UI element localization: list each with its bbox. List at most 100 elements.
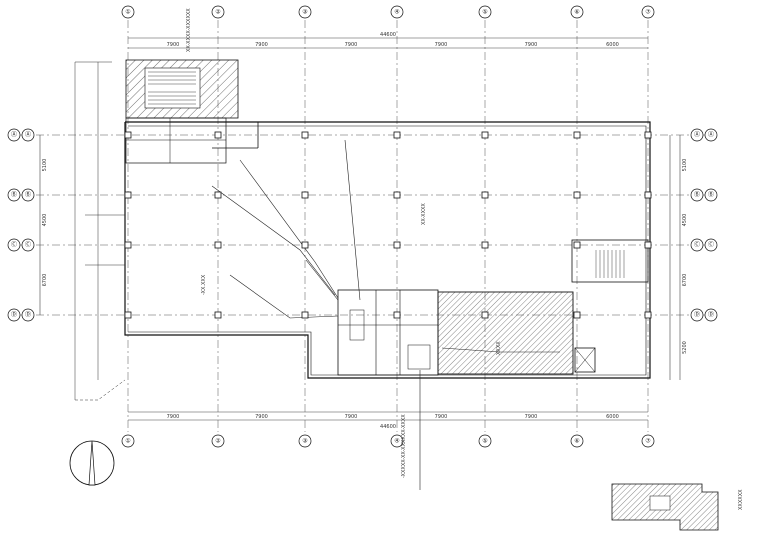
column: [301, 191, 309, 199]
stair-core-top-left: [125, 59, 239, 164]
north-arrow: [69, 440, 115, 486]
column: [393, 191, 401, 199]
axis-bubble: [7, 188, 21, 202]
axis-bubble-label: Ⓑ: [25, 191, 31, 199]
column: [573, 241, 581, 249]
dims-right: 5100 4500 6700 5200: [682, 159, 688, 354]
axis-bubble: [641, 5, 655, 19]
column: [481, 241, 489, 249]
axis-bubble: [690, 188, 704, 202]
column: [393, 241, 401, 249]
axis-bubble: [121, 434, 135, 448]
axis-bubble-label: ④: [394, 438, 399, 445]
axis-bubble-label: ②: [215, 9, 221, 16]
dim-label: 7900: [345, 42, 358, 48]
note-pipe: -XXXXX-XX-XXXXXX-XXXX: [401, 414, 407, 478]
dim-label-right: 5200: [682, 341, 688, 354]
note-room-a: XX-XXXX: [421, 203, 427, 225]
axis-bubble-label: ②: [215, 438, 221, 445]
column: [481, 191, 489, 199]
column: [301, 311, 309, 319]
column: [214, 131, 222, 139]
column: [644, 241, 652, 249]
dims-bottom: 7900 7900 7900 7900 7900 6000: [167, 414, 619, 420]
note-level: -XX.XXX: [201, 274, 207, 295]
axis-bubble: [641, 434, 655, 448]
dim-label: 7900: [435, 414, 448, 420]
column: [573, 131, 581, 139]
axis-bubble-label: ①: [125, 438, 130, 445]
axis-bubble-label: Ⓐ: [708, 131, 714, 139]
dim-label: 7900: [525, 414, 538, 420]
axis-bubble: [478, 5, 492, 19]
axis-bubble-label: Ⓒ: [11, 241, 17, 249]
axis-bubble-label: ④: [394, 9, 399, 16]
axis-bubble-label: ①: [125, 9, 130, 16]
dim-label: 6000: [606, 42, 619, 48]
axis-bubble-label: Ⓑ: [708, 191, 714, 199]
dim-label: 6000: [606, 414, 619, 420]
overall-dim-top: 44600: [380, 32, 396, 38]
dim-label: 7900: [255, 42, 268, 48]
axis-bubble-label: Ⓓ: [25, 311, 31, 319]
dim-label: 7900: [345, 414, 358, 420]
axis-bubble: [690, 308, 704, 322]
axis-bubble: [21, 128, 35, 142]
axis-bubble: [121, 5, 135, 19]
axis-bubble-label: ③: [302, 9, 307, 16]
pipe-routes: [211, 139, 560, 490]
axis-bubble-label: Ⓐ: [694, 131, 700, 139]
dim-label-left: 4500: [42, 214, 48, 227]
axis-bubble-label: Ⓑ: [694, 191, 700, 199]
column: [644, 311, 652, 319]
axis-bubble-label: Ⓒ: [694, 241, 700, 249]
column: [393, 131, 401, 139]
axis-bubble-label: Ⓒ: [708, 241, 714, 249]
stair-core-right: [571, 239, 649, 373]
axis-bubble-label: Ⓓ: [694, 311, 700, 319]
axis-bubble-label: ⑦: [645, 9, 651, 16]
axis-bubble-label: Ⓓ: [11, 311, 17, 319]
axis-bubble: [7, 128, 21, 142]
key-plan-label: XXXXXX: [738, 489, 744, 510]
axis-bubble: [690, 238, 704, 252]
column: [214, 241, 222, 249]
key-plan: [611, 483, 719, 531]
column: [301, 241, 309, 249]
note-room-b: XXXX: [496, 341, 502, 355]
axis-bubble: [21, 238, 35, 252]
column: [644, 191, 652, 199]
overall-dim-bottom: 44600: [380, 424, 396, 430]
dim-label: 7900: [255, 414, 268, 420]
column: [573, 191, 581, 199]
dim-label-right: 4500: [682, 214, 688, 227]
axis-bubble: [704, 238, 718, 252]
dim-label-left: 5100: [42, 159, 48, 172]
axis-bubble: [478, 434, 492, 448]
axis-bubble: [7, 308, 21, 322]
column: [124, 131, 132, 139]
dim-label-right: 6700: [682, 274, 688, 287]
axis-bubble-label: ⑥: [574, 9, 579, 16]
axis-bubble: [690, 128, 704, 142]
axis-bubble-label: Ⓑ: [11, 191, 17, 199]
axis-bubble: [21, 188, 35, 202]
axis-bubble: [390, 5, 404, 19]
axis-bubble: [211, 5, 225, 19]
dim-label: 7900: [525, 42, 538, 48]
axis-bubble: [704, 188, 718, 202]
dim-label-right: 5100: [682, 159, 688, 172]
column: [124, 241, 132, 249]
axis-bubble: [704, 128, 718, 142]
column: [644, 131, 652, 139]
hatched-room: [437, 291, 574, 375]
axis-bubble: [570, 5, 584, 19]
column: [481, 311, 489, 319]
dim-label: 7900: [167, 414, 180, 420]
axis-bubble-label: Ⓓ: [708, 311, 714, 319]
